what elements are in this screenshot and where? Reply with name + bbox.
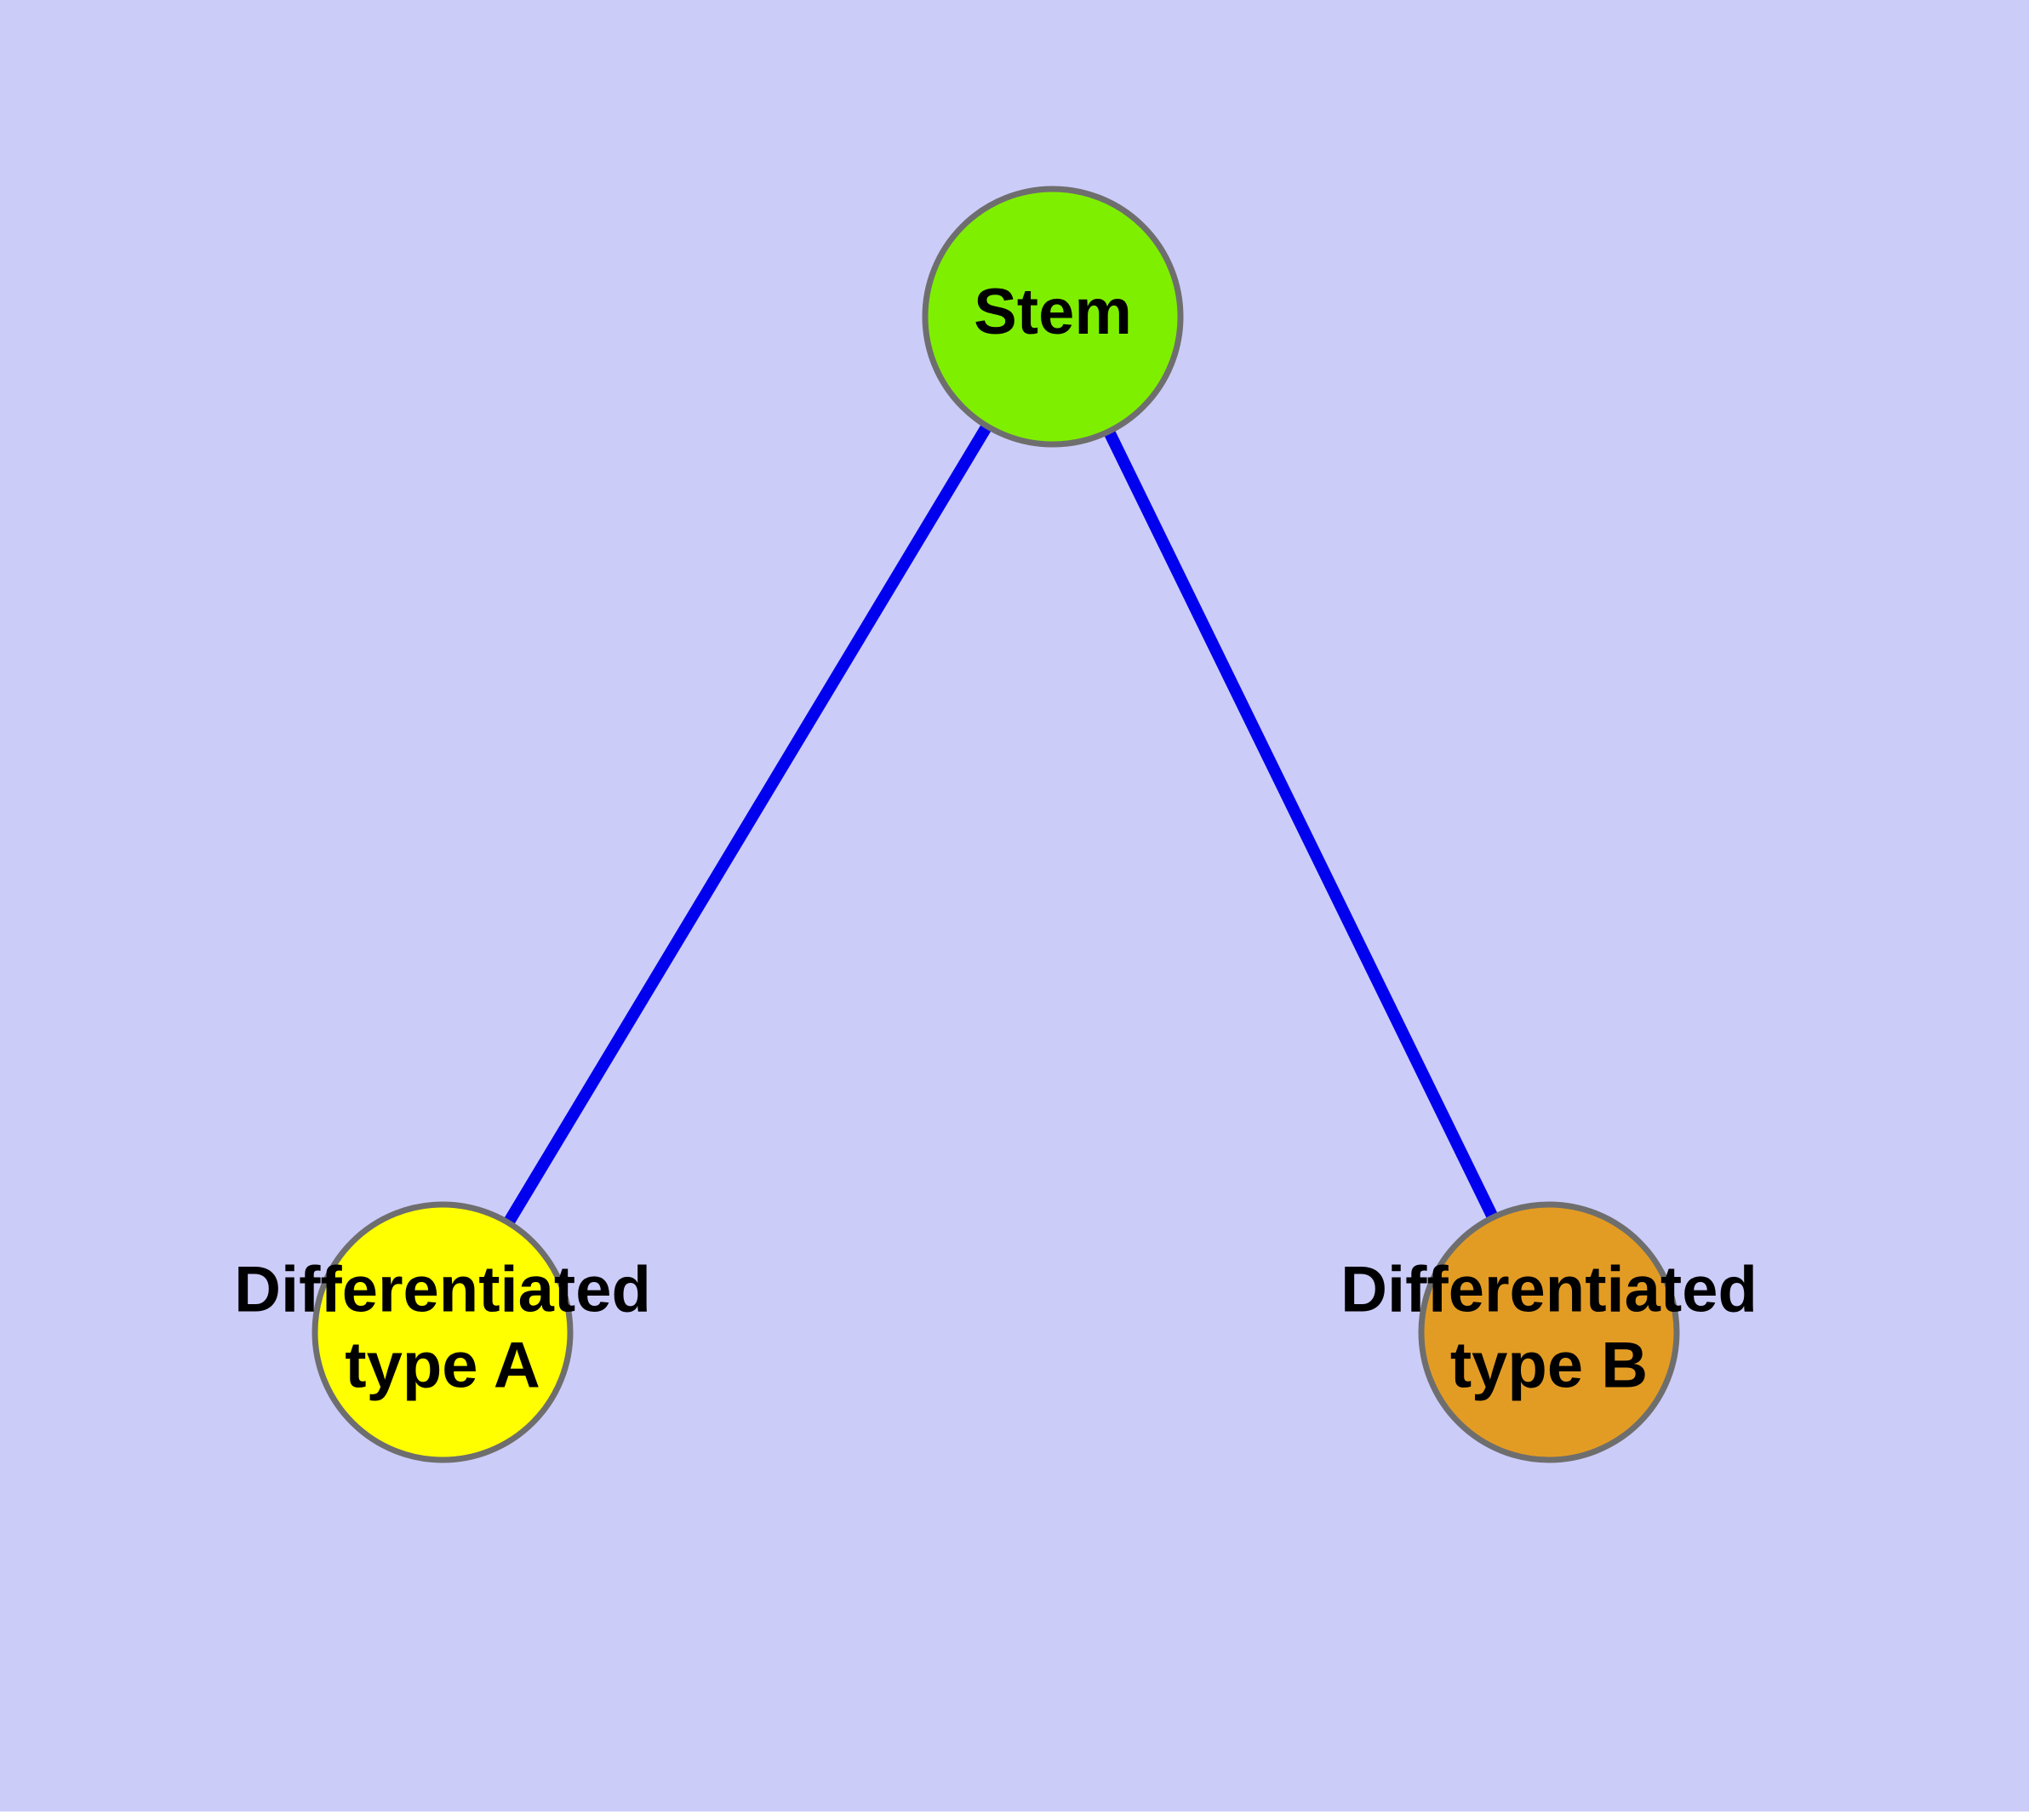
node-label-line: Differentiated	[234, 1254, 651, 1326]
node-label-line: type A	[345, 1330, 540, 1402]
edges-layer	[500, 418, 1501, 1231]
node-circle-diff_b[interactable]	[1418, 1201, 1680, 1463]
node-label-stem: Stem	[974, 276, 1132, 348]
graph-node-stem[interactable]: Stem	[922, 186, 1184, 448]
graph-edge	[500, 418, 995, 1231]
node-label-line: Stem	[974, 276, 1132, 348]
node-label-line: type B	[1450, 1330, 1648, 1402]
node-circle-diff_a[interactable]	[311, 1201, 574, 1463]
node-circle-stem[interactable]	[922, 186, 1184, 448]
graph-edge	[1100, 424, 1501, 1225]
node-label-line: Differentiated	[1340, 1254, 1758, 1326]
